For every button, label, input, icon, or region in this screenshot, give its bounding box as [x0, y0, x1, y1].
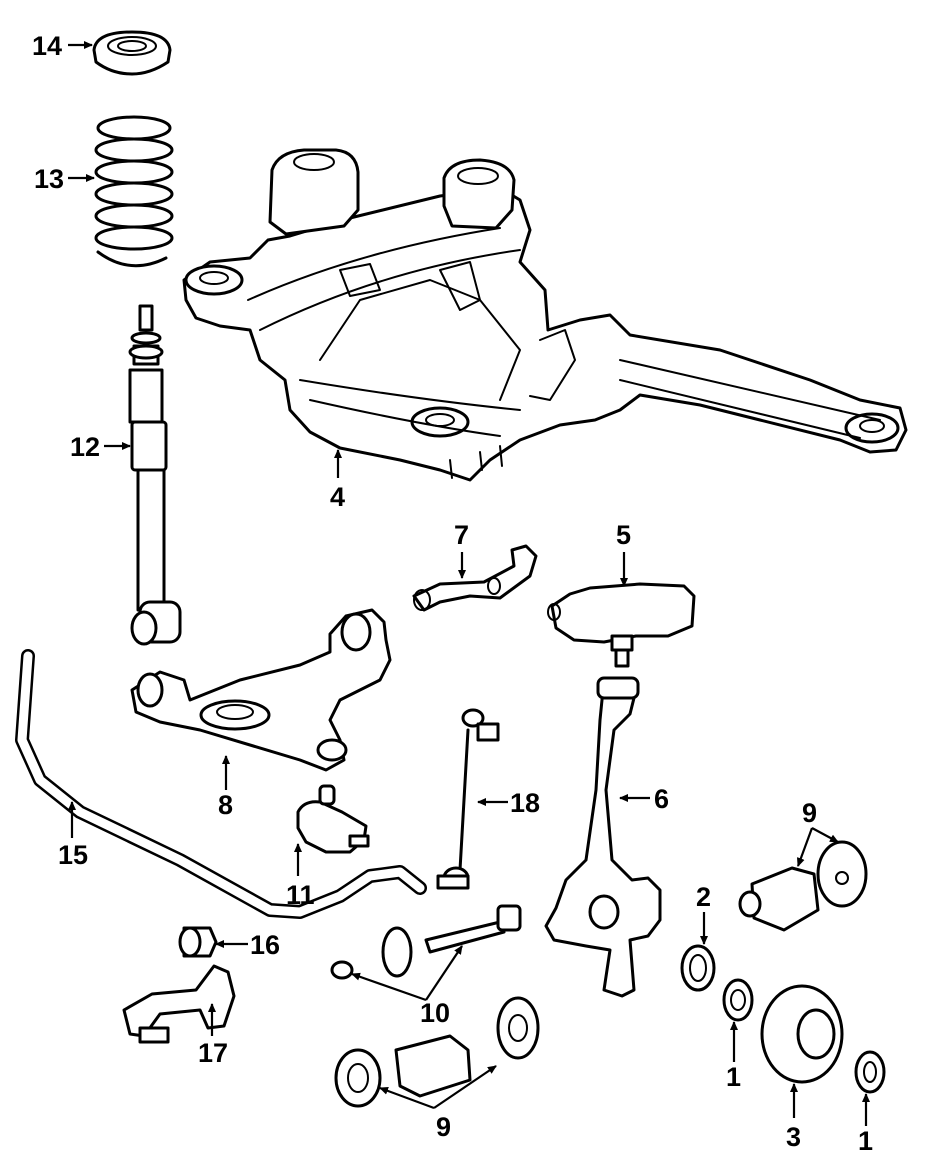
lower-ball-joint [296, 784, 370, 854]
bracket [412, 544, 538, 612]
stabilizer-link [436, 708, 500, 890]
callout-6: 6 [654, 784, 669, 814]
hardware-bolt-washer-nut [330, 904, 522, 980]
stabilizer-bar [15, 649, 427, 919]
callout-1-left: 1 [726, 1062, 741, 1092]
steering-knuckle [544, 676, 662, 998]
leader-lines [68, 41, 870, 1126]
callout-17: 17 [198, 1038, 228, 1068]
bushing-set-lower [334, 996, 540, 1108]
callout-14: 14 [32, 31, 62, 61]
callout-12: 12 [70, 432, 100, 462]
callout-9-upper: 9 [802, 798, 817, 828]
wheel-hub-assembly [680, 944, 886, 1094]
shock-absorber [128, 304, 182, 646]
callout-4: 4 [330, 482, 345, 512]
upper-ball-joint-mount [547, 582, 696, 668]
stabilizer-clamp [122, 964, 236, 1044]
callout-18: 18 [510, 788, 540, 818]
callout-labels: 14 13 12 4 7 5 6 8 11 18 15 16 17 10 9 9… [32, 31, 873, 1156]
callout-5: 5 [616, 520, 631, 550]
spring-insulator [92, 30, 172, 76]
callout-2: 2 [696, 882, 711, 912]
front-crossmember [182, 148, 908, 482]
callout-13: 13 [34, 164, 64, 194]
callout-11: 11 [286, 880, 315, 910]
lower-control-arm [130, 608, 392, 772]
callout-10: 10 [420, 998, 450, 1028]
callout-16: 16 [250, 930, 280, 960]
callout-7: 7 [454, 520, 469, 550]
coil-spring [94, 115, 174, 268]
stabilizer-bushing [178, 926, 218, 958]
bushing-set-upper [738, 840, 868, 932]
callout-15: 15 [58, 840, 88, 870]
callout-9-lower: 9 [436, 1112, 451, 1142]
callout-1-right: 1 [858, 1126, 873, 1156]
callout-8: 8 [218, 790, 233, 820]
callout-3: 3 [786, 1122, 801, 1152]
